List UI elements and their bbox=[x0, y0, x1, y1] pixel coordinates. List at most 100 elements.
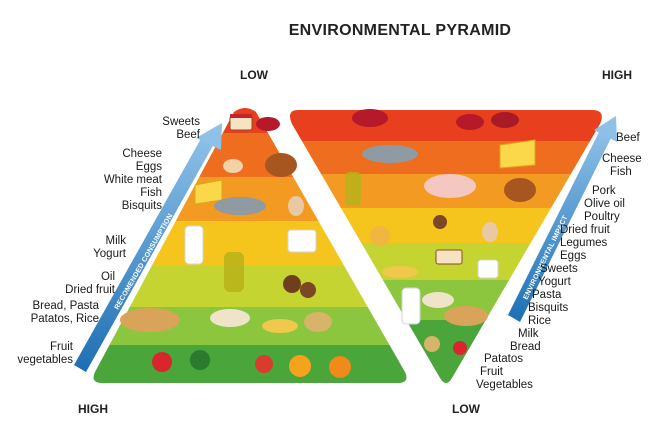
cake-icon bbox=[229, 115, 253, 131]
left-arrow-shaft bbox=[74, 135, 215, 372]
apple-icon bbox=[152, 352, 172, 372]
right-arrow-head bbox=[594, 116, 617, 142]
bread-icon-right bbox=[444, 306, 488, 326]
right-label-poultry: Poultry bbox=[584, 211, 620, 223]
fish-icon-right bbox=[362, 145, 418, 163]
oil-bottle-icon bbox=[224, 252, 244, 292]
chicken-icon bbox=[265, 153, 297, 177]
beef-icon-right-2 bbox=[456, 114, 484, 130]
yogurt-icon bbox=[287, 229, 317, 253]
beef-icon bbox=[256, 117, 280, 131]
right-label-beef: Beef bbox=[616, 132, 640, 144]
milk-bottle-icon-right bbox=[401, 287, 421, 325]
right-label-group-3: Pork Olive oil Poultry bbox=[584, 185, 625, 224]
milk-bottle-icon bbox=[184, 225, 204, 265]
right-arrow-shaft bbox=[508, 130, 612, 322]
potato-icon-right bbox=[424, 336, 440, 352]
rice-icon bbox=[210, 309, 250, 327]
right-label-group-6: Patatos Fruit Vegetables bbox=[476, 353, 533, 392]
right-band-2 bbox=[290, 141, 602, 174]
bread-icon bbox=[120, 308, 180, 332]
left-label-group-4: Oil Dried fruit bbox=[65, 271, 115, 297]
yogurt-icon-right bbox=[477, 259, 499, 279]
pork-icon bbox=[424, 174, 476, 198]
left-band-7 bbox=[93, 345, 407, 383]
right-label-yogurt: Yogurt bbox=[538, 276, 571, 288]
left-label-cheese: Cheese bbox=[122, 148, 162, 160]
left-label-bread-pasta: Bread, Pasta bbox=[32, 300, 99, 312]
right-label-bisquits: Bisquits bbox=[528, 302, 569, 314]
left-label-yogurt: Yogurt bbox=[93, 248, 126, 260]
left-label-group-1: Sweets Beef bbox=[162, 116, 200, 142]
left-food-illustrations bbox=[120, 114, 351, 378]
right-label-fruit: Fruit bbox=[480, 366, 503, 378]
eggs-icon-right bbox=[482, 222, 498, 242]
tomato-icon bbox=[255, 355, 273, 373]
nuts-icon-2 bbox=[300, 282, 316, 298]
left-label-group-5: Bread, Pasta Patatos, Rice bbox=[31, 300, 99, 326]
left-label-milk: Milk bbox=[105, 235, 126, 247]
right-label-eggs: Eggs bbox=[560, 250, 587, 262]
beef-icon-right-3 bbox=[491, 112, 519, 128]
left-label-oil: Oil bbox=[100, 271, 115, 283]
cake-top-icon bbox=[230, 114, 252, 118]
left-label-bisquits: Bisquits bbox=[121, 200, 162, 212]
right-label-vegetables: Vegetables bbox=[476, 379, 533, 391]
left-label-dried-fruit: Dried fruit bbox=[65, 284, 115, 296]
potato-icon bbox=[304, 312, 332, 332]
left-arrow-head bbox=[196, 123, 222, 150]
corner-label-right-top: HIGH bbox=[602, 68, 632, 82]
eggs-icon bbox=[288, 196, 304, 216]
beef-icon-right bbox=[352, 109, 388, 127]
hazelnut-icon bbox=[433, 215, 447, 229]
right-food-illustrations bbox=[345, 109, 536, 355]
left-label-fish: Fish bbox=[140, 187, 162, 199]
right-label-sweets: Sweets bbox=[540, 263, 578, 275]
right-label-patatos: Patatos bbox=[484, 353, 523, 365]
chickpeas-icon bbox=[370, 226, 390, 246]
left-label-eggs: Eggs bbox=[135, 161, 162, 173]
left-label-group-2: Cheese Eggs White meat Fish Bisquits bbox=[104, 148, 162, 213]
left-label-sweets: Sweets bbox=[162, 116, 200, 128]
right-label-group-4: Dried fruit Legumes Eggs bbox=[560, 224, 610, 263]
right-label-pasta: Pasta bbox=[532, 289, 562, 301]
right-label-milk: Milk bbox=[518, 328, 539, 340]
right-label-group-5: Sweets Yogurt Pasta Bisquits Rice Milk B… bbox=[510, 263, 578, 354]
right-label-olive-oil: Olive oil bbox=[584, 198, 625, 210]
left-label-beef: Beef bbox=[176, 129, 200, 141]
left-label-group-6: Fruit vegetables bbox=[17, 341, 73, 367]
egg-icon bbox=[223, 159, 243, 173]
right-label-cheese: Cheese bbox=[602, 153, 642, 165]
right-label-legumes: Legumes bbox=[560, 237, 608, 249]
rice-icon-right bbox=[422, 292, 454, 308]
right-label-rice: Rice bbox=[528, 315, 552, 327]
right-label-group-2: Cheese Fish bbox=[602, 153, 642, 179]
chicken-icon-right bbox=[504, 178, 536, 202]
right-label-fish: Fish bbox=[610, 166, 632, 178]
left-label-fruit: Fruit bbox=[50, 341, 73, 353]
left-label-patatos-rice: Patatos, Rice bbox=[30, 313, 99, 325]
left-label-white-meat: White meat bbox=[103, 174, 162, 186]
cake-icon-right bbox=[435, 249, 463, 265]
right-label-dried-fruit: Dried fruit bbox=[560, 224, 610, 236]
right-label-group-1: Beef bbox=[616, 132, 640, 145]
left-label-group-3: Milk Yogurt bbox=[93, 235, 126, 261]
orange-icon-2 bbox=[329, 356, 351, 378]
corner-label-right-bottom: LOW bbox=[452, 402, 480, 416]
corner-label-left-bottom: HIGH bbox=[78, 402, 108, 416]
fish-icon bbox=[214, 197, 266, 215]
oil-bottle-icon-right bbox=[345, 172, 361, 206]
broccoli-icon bbox=[190, 350, 210, 370]
cheese-icon-right bbox=[499, 139, 536, 169]
pyramid-title: ENVIRONMENTAL PYRAMID bbox=[288, 22, 512, 39]
left-label-vegetables: vegetables bbox=[17, 354, 73, 366]
apple-icon-right bbox=[453, 341, 467, 355]
right-label-bread: Bread bbox=[510, 341, 541, 353]
corner-label-left-top: LOW bbox=[240, 68, 268, 82]
right-label-pork: Pork bbox=[592, 185, 616, 197]
orange-icon bbox=[289, 355, 311, 377]
pasta-icon bbox=[262, 319, 298, 333]
pasta-icon-right bbox=[382, 266, 418, 278]
right-band-1 bbox=[290, 110, 602, 141]
